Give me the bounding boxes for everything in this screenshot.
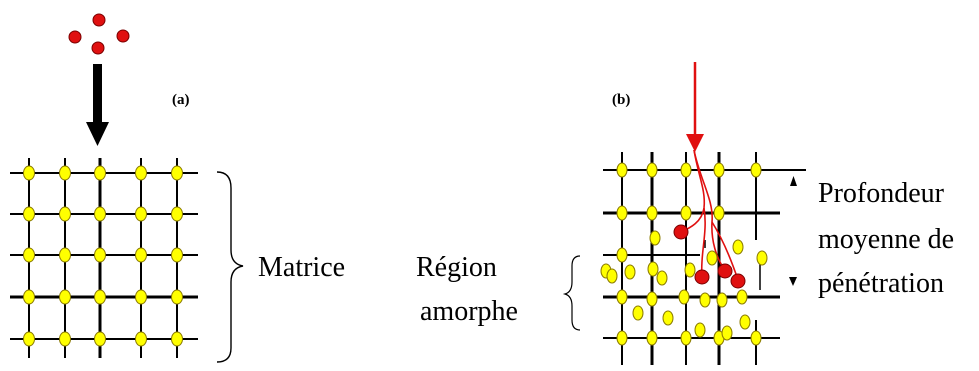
lattice-atom bbox=[616, 162, 628, 178]
lattice-atom bbox=[624, 264, 636, 280]
lattice-atom bbox=[59, 165, 71, 181]
matrix-label: Matrice bbox=[258, 252, 345, 283]
amorphous-region-brace bbox=[562, 255, 581, 331]
lattice-atom bbox=[135, 331, 147, 347]
lattice-atom bbox=[750, 162, 762, 178]
implanted-ion bbox=[694, 269, 710, 285]
lattice-atom bbox=[632, 305, 644, 321]
lattice-atom bbox=[23, 331, 35, 347]
lattice-atom bbox=[171, 165, 183, 181]
lattice-atom bbox=[680, 330, 692, 346]
lattice-atom bbox=[680, 162, 692, 178]
depth-label-line2: moyenne de bbox=[818, 224, 954, 255]
penetration-depth-indicator bbox=[789, 176, 797, 286]
implanted-ion bbox=[717, 263, 733, 279]
ion bbox=[68, 30, 82, 44]
ion-beam-red-arrow bbox=[686, 62, 704, 152]
depth-label-line1: Profondeur bbox=[818, 178, 945, 209]
panel-a-label: (a) bbox=[172, 92, 190, 108]
lattice-atom bbox=[616, 289, 628, 305]
implanted-ion bbox=[673, 224, 689, 240]
matrix-brace bbox=[216, 171, 244, 363]
lattice-atom bbox=[736, 289, 748, 305]
lattice-atom bbox=[59, 247, 71, 263]
ion bbox=[116, 29, 130, 43]
lattice-atom bbox=[135, 289, 147, 305]
lattice-atom bbox=[135, 247, 147, 263]
lattice-atom bbox=[716, 292, 728, 308]
lattice-atom bbox=[713, 162, 725, 178]
incoming-ions-cluster bbox=[68, 13, 130, 55]
lattice-atom bbox=[23, 247, 35, 263]
region-label-line1: Région bbox=[416, 252, 497, 283]
lattice-atom bbox=[135, 165, 147, 181]
lattice-atom bbox=[171, 289, 183, 305]
ion-beam-arrow bbox=[86, 64, 109, 146]
lattice-atom bbox=[732, 239, 744, 255]
lattice-atoms-a bbox=[23, 165, 183, 347]
lattice-atom bbox=[646, 291, 658, 307]
panel-a: (a) Matrice bbox=[10, 13, 345, 363]
lattice-atom bbox=[59, 206, 71, 222]
lattice-atom bbox=[646, 205, 658, 221]
lattice-atom bbox=[706, 250, 718, 266]
lattice-atom bbox=[656, 270, 668, 286]
lattice-atom bbox=[646, 330, 658, 346]
lattice-atom bbox=[94, 206, 106, 222]
lattice-atom bbox=[756, 250, 768, 266]
lattice-atom bbox=[59, 331, 71, 347]
lattice-atom bbox=[94, 165, 106, 181]
ion bbox=[91, 41, 105, 55]
lattice-atom bbox=[171, 331, 183, 347]
depth-label-line3: pénétration bbox=[818, 268, 944, 299]
lattice-atom bbox=[684, 262, 696, 278]
lattice-atom bbox=[616, 247, 628, 263]
implanted-ion bbox=[730, 273, 746, 289]
lattice-atom bbox=[649, 230, 661, 246]
lattice-atom bbox=[646, 162, 658, 178]
panel-b-label: (b) bbox=[612, 92, 630, 108]
lattice-atom bbox=[94, 247, 106, 263]
ion bbox=[92, 13, 106, 27]
region-label-line2: amorphe bbox=[420, 296, 518, 327]
lattice-atom bbox=[23, 165, 35, 181]
lattice-atom bbox=[739, 314, 751, 330]
lattice-atom bbox=[23, 289, 35, 305]
lattice-atom bbox=[171, 247, 183, 263]
lattice-atoms-b bbox=[600, 162, 768, 346]
lattice-atom bbox=[135, 206, 147, 222]
lattice-atom bbox=[750, 330, 762, 346]
lattice-atom bbox=[616, 330, 628, 346]
lattice-atom bbox=[699, 292, 711, 308]
lattice-atom bbox=[680, 205, 692, 221]
lattice-atom bbox=[616, 205, 628, 221]
lattice-atom bbox=[94, 331, 106, 347]
lattice-atom bbox=[171, 206, 183, 222]
lattice-atom bbox=[662, 310, 674, 326]
lattice-atom bbox=[678, 289, 690, 305]
lattice-atom bbox=[721, 325, 733, 341]
lattice-atom bbox=[713, 205, 725, 221]
panel-b: (b) bbox=[416, 62, 954, 365]
lattice-atom bbox=[59, 289, 71, 305]
lattice-atom bbox=[94, 289, 106, 305]
lattice-atom bbox=[647, 261, 659, 277]
lattice-atom bbox=[694, 322, 706, 338]
lattice-atom bbox=[606, 268, 618, 284]
implanted-ions bbox=[673, 224, 746, 289]
lattice-atom bbox=[23, 206, 35, 222]
